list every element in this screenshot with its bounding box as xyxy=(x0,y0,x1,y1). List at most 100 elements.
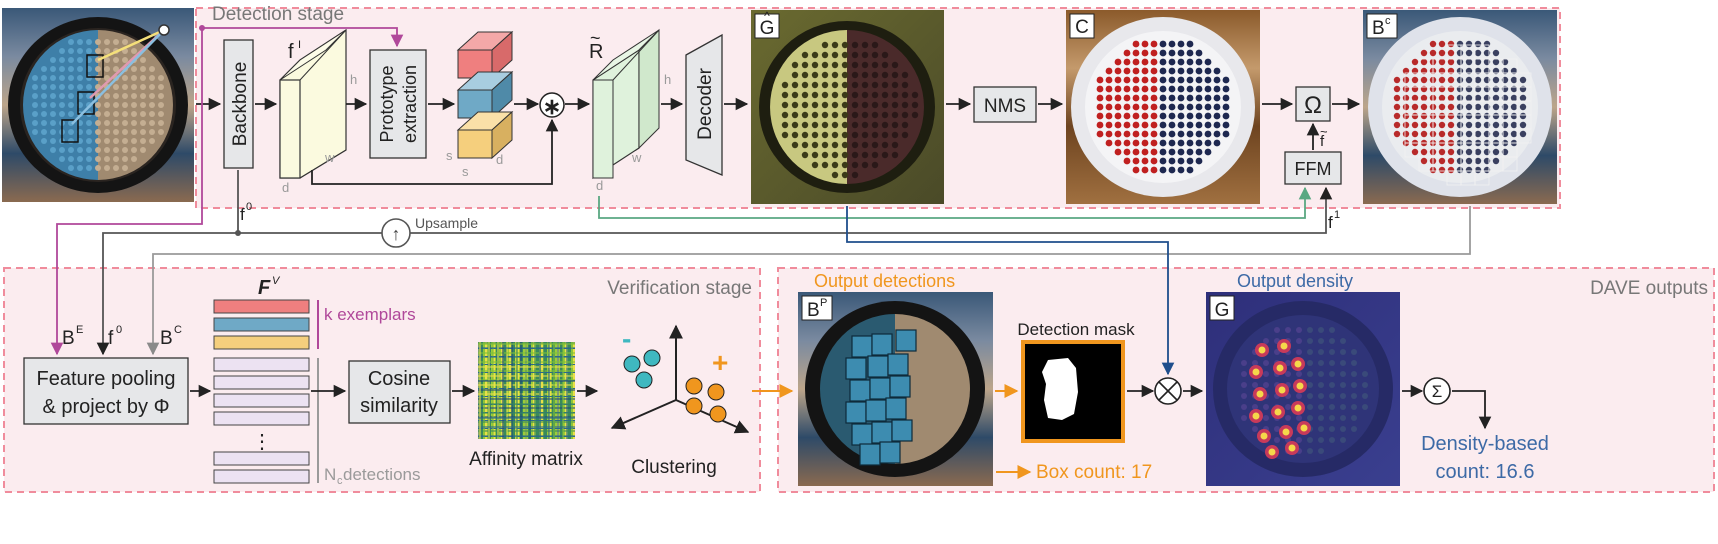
feature-pool-label-1: Feature pooling xyxy=(37,368,176,390)
g-hat-tag: G xyxy=(760,18,775,39)
tensor-f-label: f xyxy=(288,41,294,63)
c-tag: C xyxy=(1075,17,1089,38)
fv-vdots: ⋮ xyxy=(252,431,272,453)
detection-mask-title: Detection mask xyxy=(1017,320,1135,339)
bp-image: B P xyxy=(798,292,993,486)
flow-arrows xyxy=(190,97,1492,430)
cosine-label-2: similarity xyxy=(360,395,438,417)
cosine-label-1: Cosine xyxy=(368,368,430,390)
minus-sign: - xyxy=(622,323,631,354)
upsample-arrow: ↑ xyxy=(392,224,401,244)
decoder-block: Decoder xyxy=(685,33,723,176)
ffm-label: FFM xyxy=(1295,159,1332,179)
be-sup: E xyxy=(76,324,83,336)
be-arrow-to-prototype xyxy=(202,27,404,48)
ftilde-label: f xyxy=(1320,133,1325,150)
density-count-line1: Density-based xyxy=(1421,433,1549,455)
tensor-w: w xyxy=(324,150,335,165)
clustering-label: Clustering xyxy=(631,457,717,478)
g-tag: G xyxy=(1215,300,1230,321)
output-detections-title: Output detections xyxy=(814,271,955,291)
density-count-line2: count: 16.6 xyxy=(1436,461,1535,483)
bc-input-sup: C xyxy=(174,324,182,336)
bc-image: B c xyxy=(1363,10,1557,204)
correlation-operator: ∗ xyxy=(539,92,565,119)
backbone-block: Backbone xyxy=(223,39,254,169)
nc-label: N xyxy=(324,465,336,484)
prototype-cuboids: s s d xyxy=(446,30,514,179)
fv-stack: F V ⋮ k exemplars N c detections xyxy=(213,275,421,487)
ftilde-accent: ~ xyxy=(1320,124,1328,139)
verification-stage-title: Verification stage xyxy=(607,278,752,299)
c-image: C xyxy=(1066,10,1260,204)
input-labels: B E f 0 B C xyxy=(62,324,182,349)
upsample-label: Upsample xyxy=(415,215,478,231)
bc-return-arrow xyxy=(146,206,1471,356)
detection-mask-image xyxy=(1021,340,1125,443)
f1-sup: 1 xyxy=(1334,209,1340,221)
r-to-ffm-arrow xyxy=(598,186,1312,219)
feature-pool-label-2: & project by Φ xyxy=(42,396,169,418)
multiply-operator xyxy=(1154,377,1182,405)
cuboid-s2: s xyxy=(462,164,469,179)
bc-tag: B xyxy=(1372,18,1385,39)
bc-input-label: B xyxy=(160,328,173,349)
detection-stage-title: Detection stage xyxy=(212,4,344,25)
nms-block: NMS xyxy=(973,86,1037,123)
f0-arrow xyxy=(96,170,239,356)
response-tensor-r: R ~ h w d xyxy=(589,28,671,193)
bc-tag-sup: c xyxy=(1385,15,1391,27)
affinity-label: Affinity matrix xyxy=(469,449,583,470)
g-hat-accent: ^ xyxy=(764,9,770,23)
omega-block: Ω xyxy=(1295,86,1331,122)
tensor-r-h: h xyxy=(664,72,671,87)
omega-label: Ω xyxy=(1304,92,1322,119)
bp-tag: B xyxy=(807,300,820,321)
nc-rest: detections xyxy=(343,465,421,484)
ghat-to-multiply-arrow xyxy=(846,206,1175,376)
input-image xyxy=(2,8,194,202)
nms-label: NMS xyxy=(984,96,1026,117)
output-density-title: Output density xyxy=(1237,271,1353,291)
feature-tensor-fi: f I h w d xyxy=(279,28,357,195)
sum-operator: Σ xyxy=(1423,377,1451,405)
tensor-d: d xyxy=(282,180,289,195)
tensor-r-tilde: ~ xyxy=(590,28,601,48)
f0-top-label: f xyxy=(240,205,245,224)
prototype-label-2: extraction xyxy=(400,65,420,143)
clustering-plot: - + Clustering xyxy=(610,323,750,478)
g-hat-image: G ^ xyxy=(751,9,944,204)
star-symbol: ∗ xyxy=(543,94,561,119)
dave-outputs-title: DAVE outputs xyxy=(1590,278,1708,299)
cosine-similarity-block: Cosine similarity xyxy=(348,360,451,424)
sum-symbol: Σ xyxy=(1432,382,1443,401)
density-image: G xyxy=(1206,292,1400,486)
f0-sup: 0 xyxy=(116,324,122,336)
feature-pooling-block: Feature pooling & project by Φ xyxy=(23,357,189,425)
k-exemplars-label: k exemplars xyxy=(324,305,416,324)
fv-sup: V xyxy=(272,275,281,287)
tensor-r-label: R xyxy=(589,41,603,63)
prototype-extraction-block: Prototype extraction xyxy=(369,49,427,159)
be-label: B xyxy=(62,328,75,349)
tensor-r-d: d xyxy=(596,178,603,193)
cuboid-d: d xyxy=(496,152,503,167)
prototype-label-1: Prototype xyxy=(377,65,397,142)
box-count-label: Box count: 17 xyxy=(1036,462,1152,483)
ffm-block: FFM xyxy=(1284,151,1342,185)
f0-label: f xyxy=(108,328,114,349)
tensor-h: h xyxy=(350,72,357,87)
tensor-f-sup: I xyxy=(298,39,301,51)
plus-sign: + xyxy=(712,347,728,378)
f0-top-sup: 0 xyxy=(246,201,252,213)
cuboid-s1: s xyxy=(446,148,453,163)
be-arrow-to-pooling xyxy=(50,28,203,356)
f1-arrow xyxy=(410,186,1333,234)
affinity-matrix: Affinity matrix xyxy=(469,342,583,470)
nc-sub: c xyxy=(337,475,343,487)
backbone-label: Backbone xyxy=(230,62,251,147)
fv-label: F xyxy=(258,277,271,299)
decoder-label: Decoder xyxy=(695,67,716,139)
bp-tag-sup: P xyxy=(820,297,827,309)
